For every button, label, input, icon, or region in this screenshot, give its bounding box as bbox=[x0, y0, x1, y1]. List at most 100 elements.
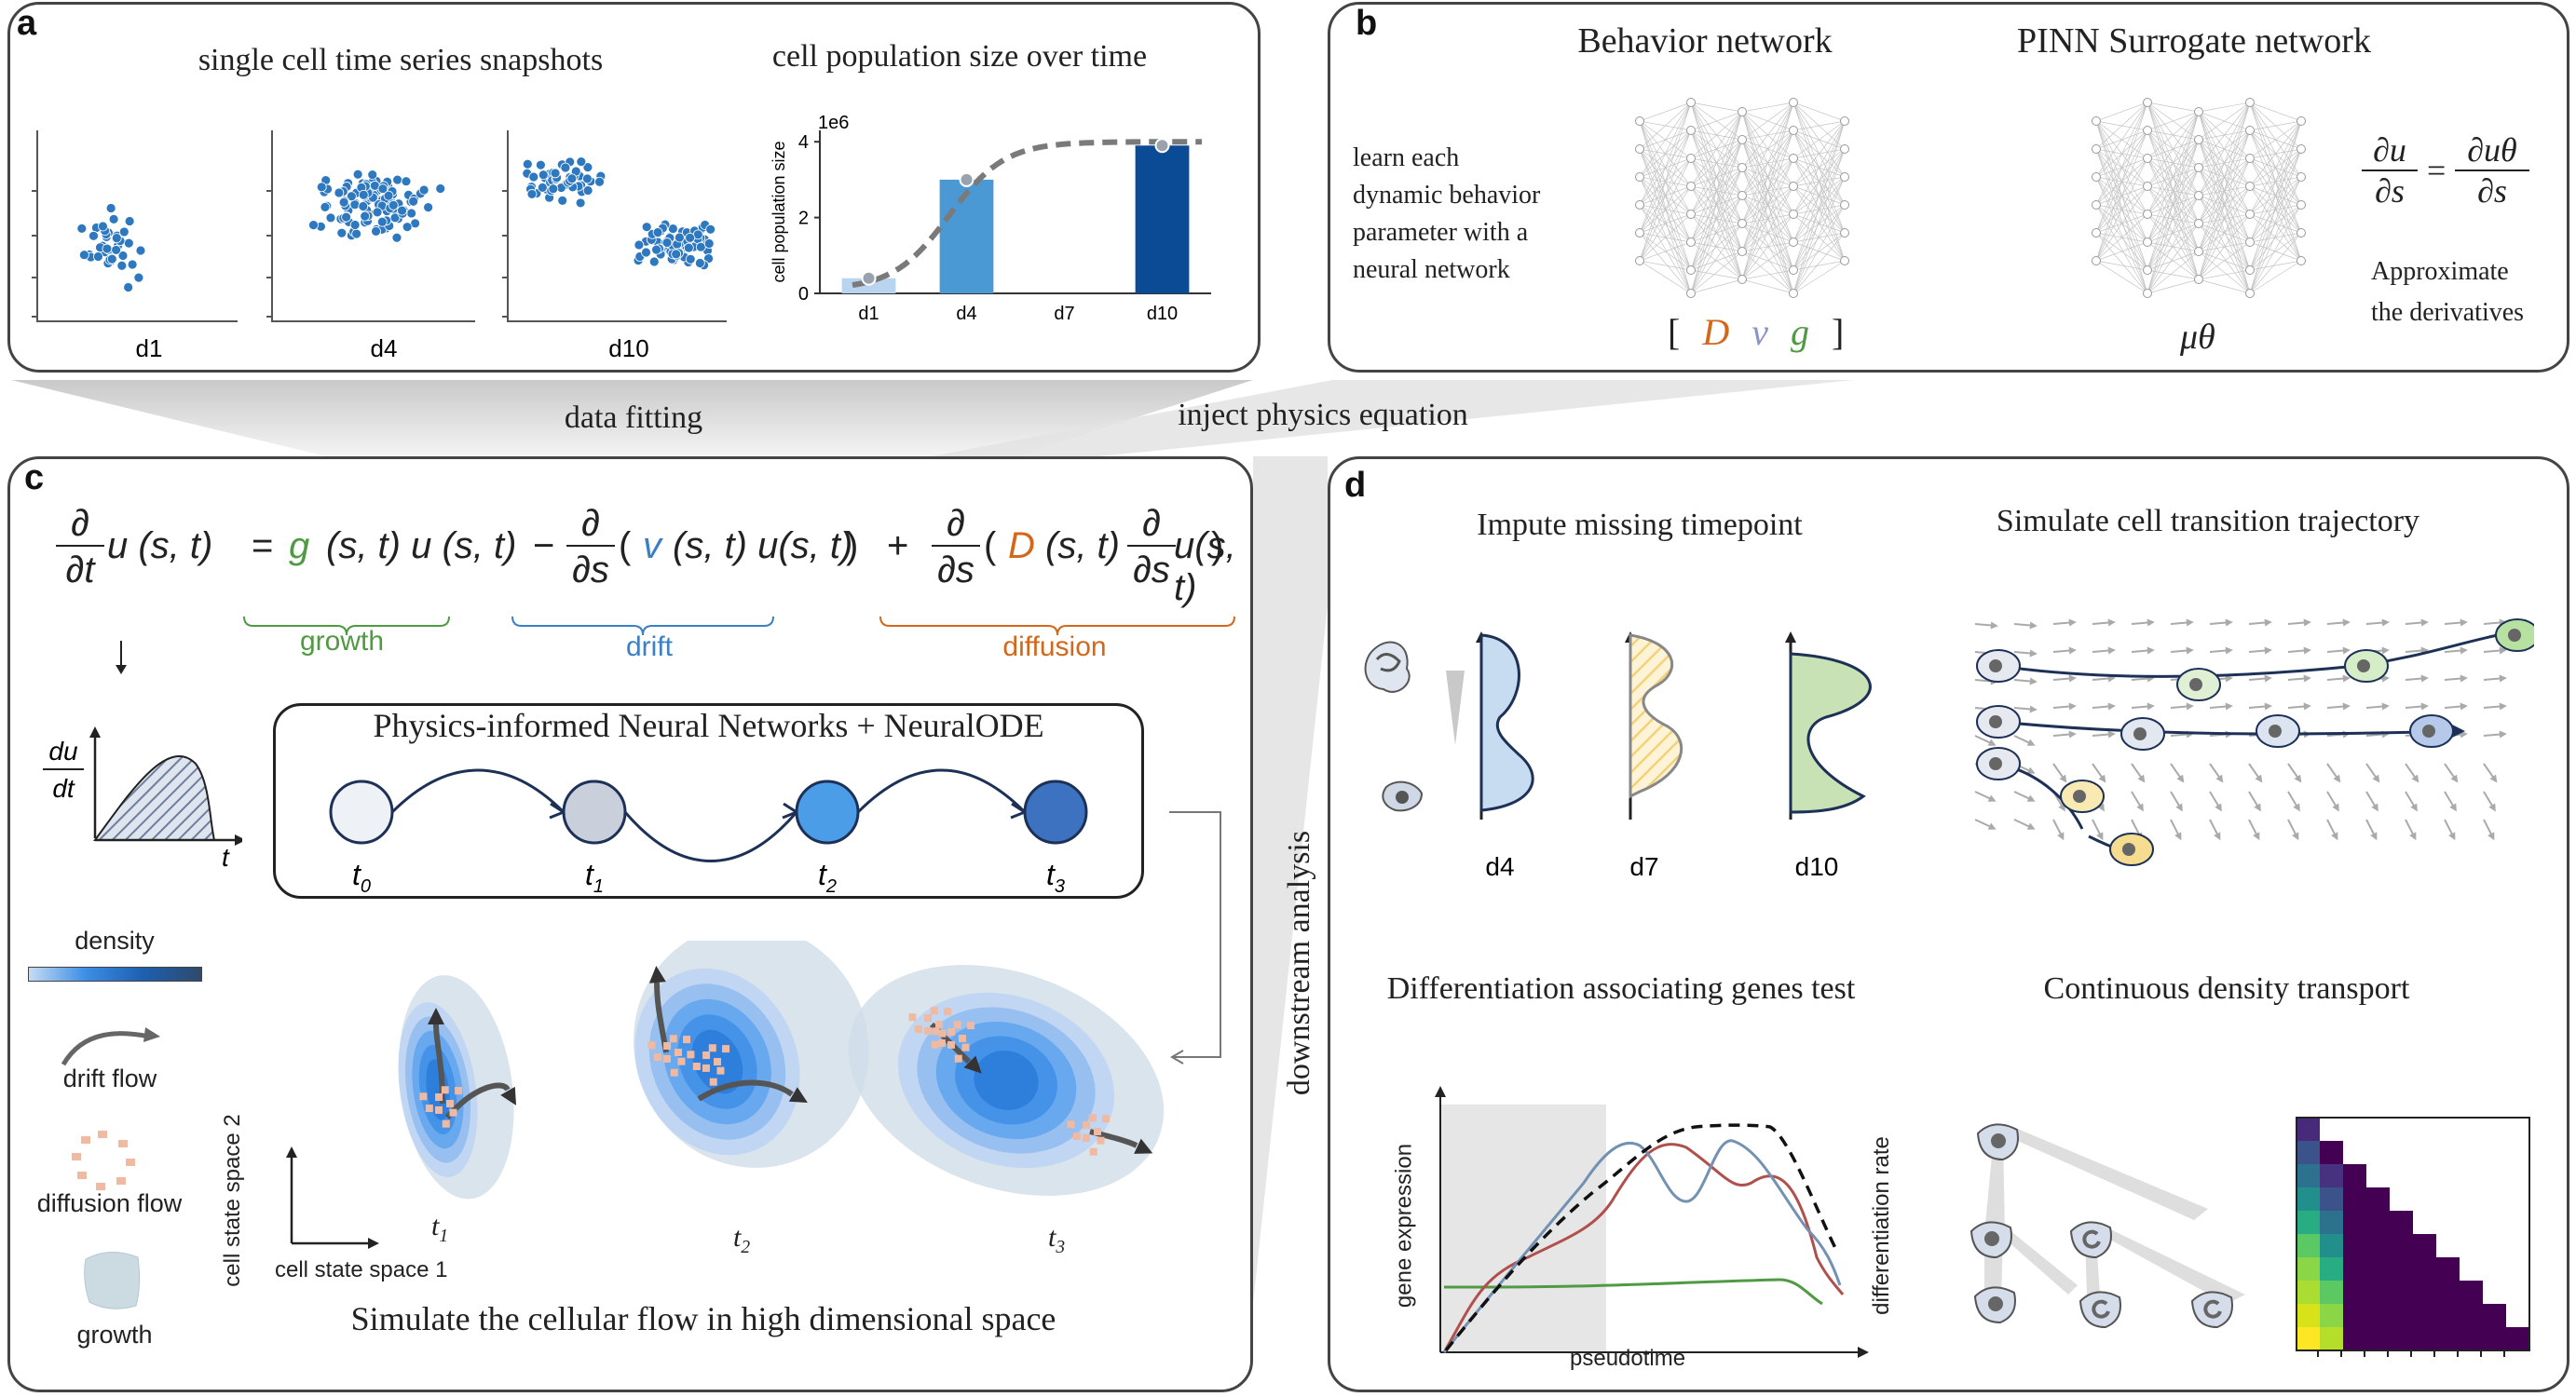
diffusion-dot bbox=[967, 1022, 975, 1030]
cell-dot bbox=[705, 224, 716, 235]
bar-d4 bbox=[939, 179, 994, 293]
diffusion-dot bbox=[947, 1028, 956, 1037]
cell-dot bbox=[334, 187, 345, 198]
eq-equals: = bbox=[252, 525, 274, 566]
heatmap-cell bbox=[2320, 1164, 2343, 1187]
heatmap-cell bbox=[2320, 1187, 2343, 1211]
cell-dot bbox=[98, 221, 108, 232]
nn-node bbox=[1789, 237, 1798, 247]
behavior-params: [ D v g ] bbox=[1668, 310, 1844, 354]
snapshots-title: single cell time series snapshots bbox=[198, 43, 604, 77]
diffusion-dot bbox=[938, 1029, 947, 1038]
cell-dot bbox=[535, 159, 546, 170]
heatmap-cell bbox=[2343, 1304, 2366, 1327]
heatmap-cell bbox=[2366, 1257, 2390, 1281]
cell-icon bbox=[2256, 714, 2300, 748]
cell-dot bbox=[685, 253, 696, 264]
cell-dot bbox=[135, 245, 146, 256]
cell-dot bbox=[117, 251, 129, 261]
blob-t3 bbox=[848, 965, 1165, 1196]
eq-close: ) bbox=[846, 525, 859, 566]
data-fitting-connector bbox=[11, 380, 1253, 456]
diffusion-dot bbox=[908, 1013, 917, 1022]
heatmap-cell bbox=[2413, 1304, 2436, 1327]
nn-node bbox=[2297, 116, 2306, 126]
diff-genes-plot bbox=[1435, 1086, 1869, 1358]
panel-c-caption: Simulate the cellular flow in high dimen… bbox=[350, 1300, 1056, 1337]
panel-c bbox=[7, 456, 1253, 1392]
nn-node bbox=[2143, 126, 2152, 135]
cell-dot bbox=[683, 242, 694, 253]
cell-dot bbox=[576, 156, 587, 168]
cell-dot bbox=[123, 282, 134, 292]
cell-dot bbox=[372, 207, 383, 218]
cell-dot bbox=[391, 232, 402, 243]
nn-node bbox=[1789, 265, 1798, 275]
drift-label: drift bbox=[625, 631, 673, 662]
cell-dot bbox=[582, 162, 593, 173]
nn-node bbox=[2245, 126, 2255, 135]
cell-icon bbox=[2344, 649, 2389, 683]
nn-node bbox=[2143, 265, 2152, 275]
cell-dot bbox=[358, 189, 369, 200]
heatmap-cell bbox=[2320, 1257, 2343, 1281]
cell-dot bbox=[116, 260, 128, 271]
diffusion-dot bbox=[1083, 1121, 1091, 1130]
cell-dot bbox=[325, 212, 336, 224]
cell-dot bbox=[111, 245, 122, 255]
equation-braces bbox=[243, 616, 1235, 636]
impute-day-d4: d4 bbox=[1485, 852, 1514, 881]
cell-dot bbox=[667, 224, 678, 234]
nn-node bbox=[2297, 172, 2306, 182]
cell-dot bbox=[111, 233, 122, 244]
cell-dot bbox=[76, 223, 88, 234]
x-tick-d1: d1 bbox=[858, 304, 879, 324]
time-node-label: t0 bbox=[352, 858, 371, 894]
y-tick-label: 2 bbox=[798, 209, 809, 229]
heatmap-cell bbox=[2366, 1234, 2390, 1257]
diffusion-dot bbox=[923, 1026, 932, 1035]
cell-dot bbox=[108, 213, 119, 224]
nn-node bbox=[2143, 237, 2152, 247]
diffusion-dot bbox=[953, 1021, 961, 1029]
cell-icon bbox=[2409, 714, 2454, 748]
nn-node bbox=[1738, 219, 1747, 228]
cell-dot bbox=[106, 253, 117, 264]
rhs-num: ∂uθ bbox=[2455, 130, 2529, 171]
nn-node bbox=[1840, 228, 1849, 237]
cell-icon bbox=[2069, 1221, 2112, 1259]
nn-node bbox=[1840, 200, 1849, 210]
heatmap-cell bbox=[2413, 1327, 2436, 1350]
cell-dot bbox=[127, 259, 138, 270]
gradient-wedge bbox=[1446, 671, 1465, 745]
heatmap-cell bbox=[2390, 1281, 2413, 1304]
cell-dot bbox=[522, 158, 533, 170]
eq-close-final: ) bbox=[1211, 525, 1224, 566]
diffusion-dot bbox=[924, 1014, 933, 1023]
nn-node bbox=[1686, 210, 1696, 219]
nn-node bbox=[1686, 98, 1696, 107]
blob-label-t3: t3 bbox=[1048, 1222, 1066, 1257]
nn-node bbox=[2194, 191, 2203, 200]
eq-sign: = bbox=[2427, 152, 2447, 189]
cell-icon bbox=[1976, 747, 2021, 780]
cell-dot bbox=[641, 247, 651, 258]
heatmap-cell bbox=[2297, 1211, 2320, 1234]
nn-node bbox=[1686, 126, 1696, 135]
diffusion-dot bbox=[1067, 1120, 1075, 1129]
eq-v: v bbox=[643, 525, 661, 566]
diffusion-brace bbox=[879, 616, 1235, 636]
diffusion-dot bbox=[1088, 1114, 1097, 1122]
heatmap-cell bbox=[2297, 1304, 2320, 1327]
cell-icon bbox=[1976, 649, 2021, 683]
cell-dot bbox=[703, 238, 715, 249]
diffusion-dot bbox=[961, 1043, 970, 1051]
bracket-close: ] bbox=[1831, 311, 1845, 353]
inject-physics-label: inject physics equation bbox=[1178, 398, 1468, 432]
cell-dot bbox=[383, 190, 394, 201]
nn-node bbox=[2143, 210, 2152, 219]
cell-dot bbox=[316, 182, 327, 193]
diffusion-dot bbox=[714, 1058, 721, 1065]
nn-node bbox=[2092, 172, 2101, 182]
cell-dot bbox=[423, 202, 434, 213]
